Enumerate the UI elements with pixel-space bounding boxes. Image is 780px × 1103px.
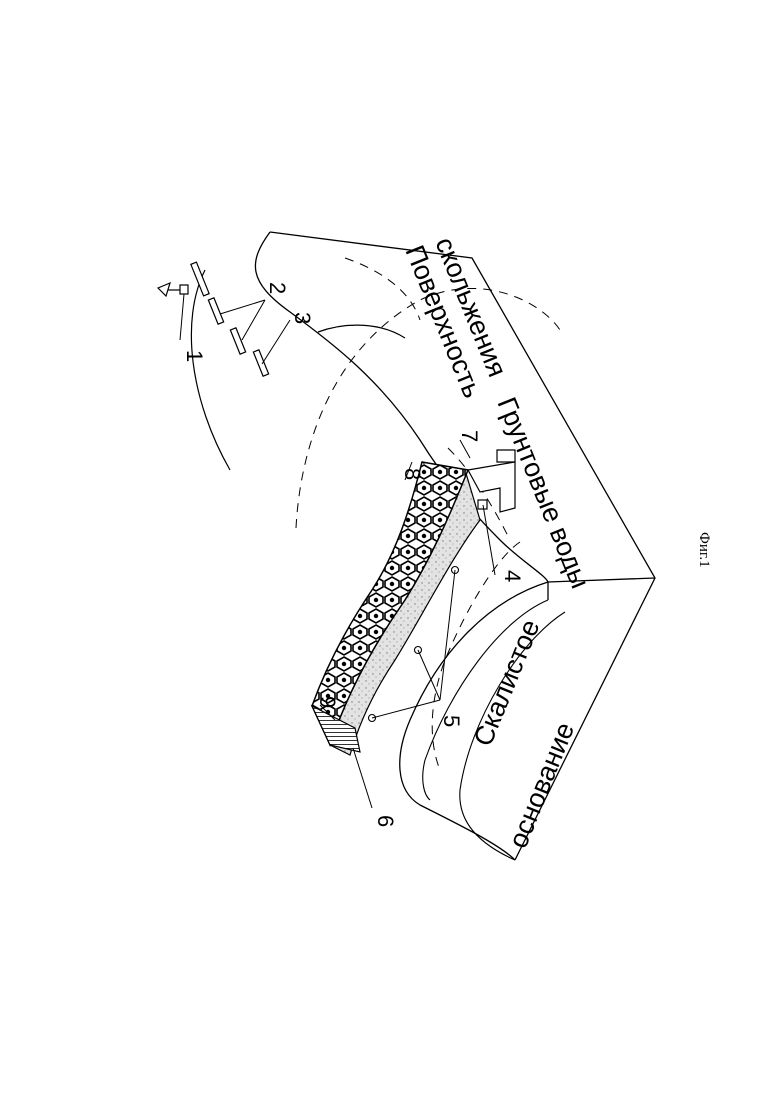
callout-1: 1 — [182, 350, 207, 362]
bedrock-label-line1: Скалистое — [468, 615, 546, 750]
bedrock-label-line2: основание — [503, 718, 580, 852]
figure-caption: Фиг.1 — [696, 532, 712, 568]
sensor-4 — [478, 500, 487, 509]
callout-8: 8 — [400, 468, 425, 480]
callout-6: 6 — [373, 815, 398, 827]
callout-2: 2 — [265, 282, 290, 294]
callout-4: 4 — [500, 570, 525, 582]
callout-9: 9 — [315, 696, 340, 708]
retaining-base-layer — [330, 470, 480, 755]
surface-devices — [158, 262, 269, 376]
callout-3: 3 — [290, 312, 315, 324]
callout-5: 5 — [439, 715, 464, 727]
slip-surface-line — [318, 325, 405, 338]
callout-7: 7 — [457, 430, 482, 442]
